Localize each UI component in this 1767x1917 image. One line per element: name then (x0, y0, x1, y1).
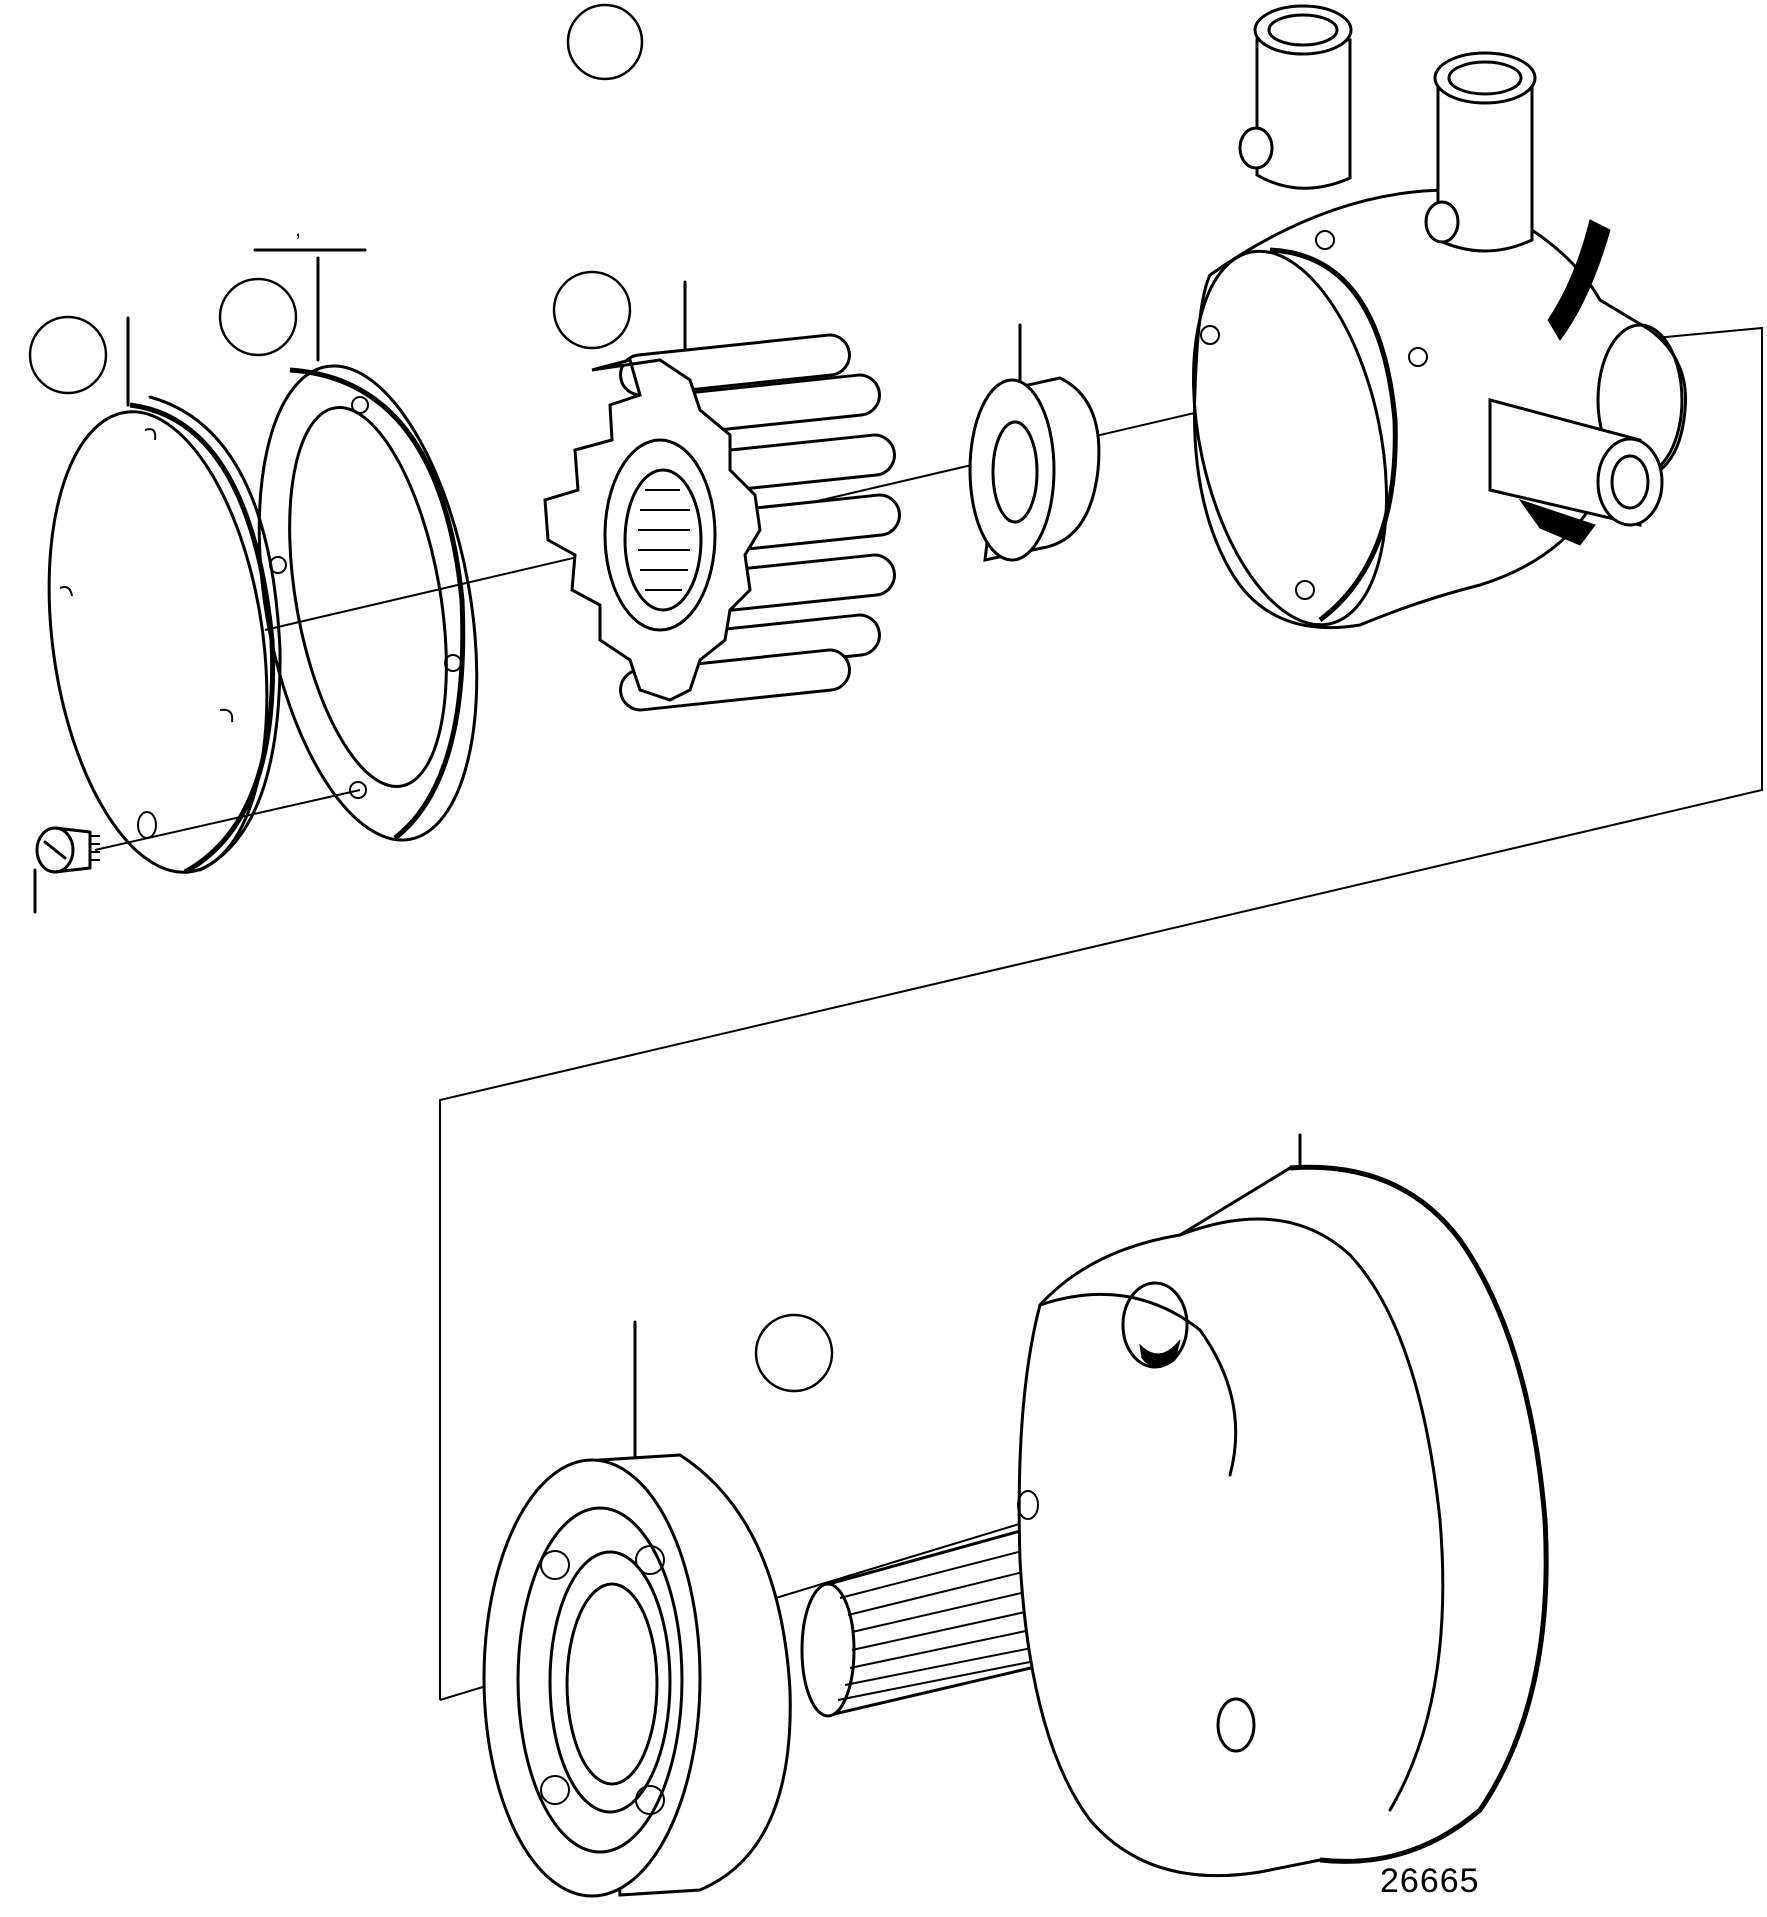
upper-plane-outline (439, 326, 1763, 1700)
bearing-housing (1017, 1164, 1549, 1878)
ball-bearing (482, 1453, 792, 1898)
cover-screw (35, 826, 100, 874)
callout-circle-2 (552, 270, 632, 350)
pump-housing (1192, 4, 1688, 630)
gasket-ring (257, 364, 479, 842)
shaft-seal (968, 376, 1101, 562)
callout-circle-5 (754, 1313, 834, 1393)
callout-circle-3 (218, 277, 298, 357)
gasket-leader-tick: , (295, 216, 302, 241)
pump-cover-plate (47, 395, 282, 875)
callout-circle-4 (28, 315, 108, 395)
callout-circle-1 (566, 3, 644, 81)
drawing-number: 26665 (1380, 1862, 1480, 1900)
impeller (543, 333, 901, 712)
axis-line-screw (94, 789, 361, 851)
